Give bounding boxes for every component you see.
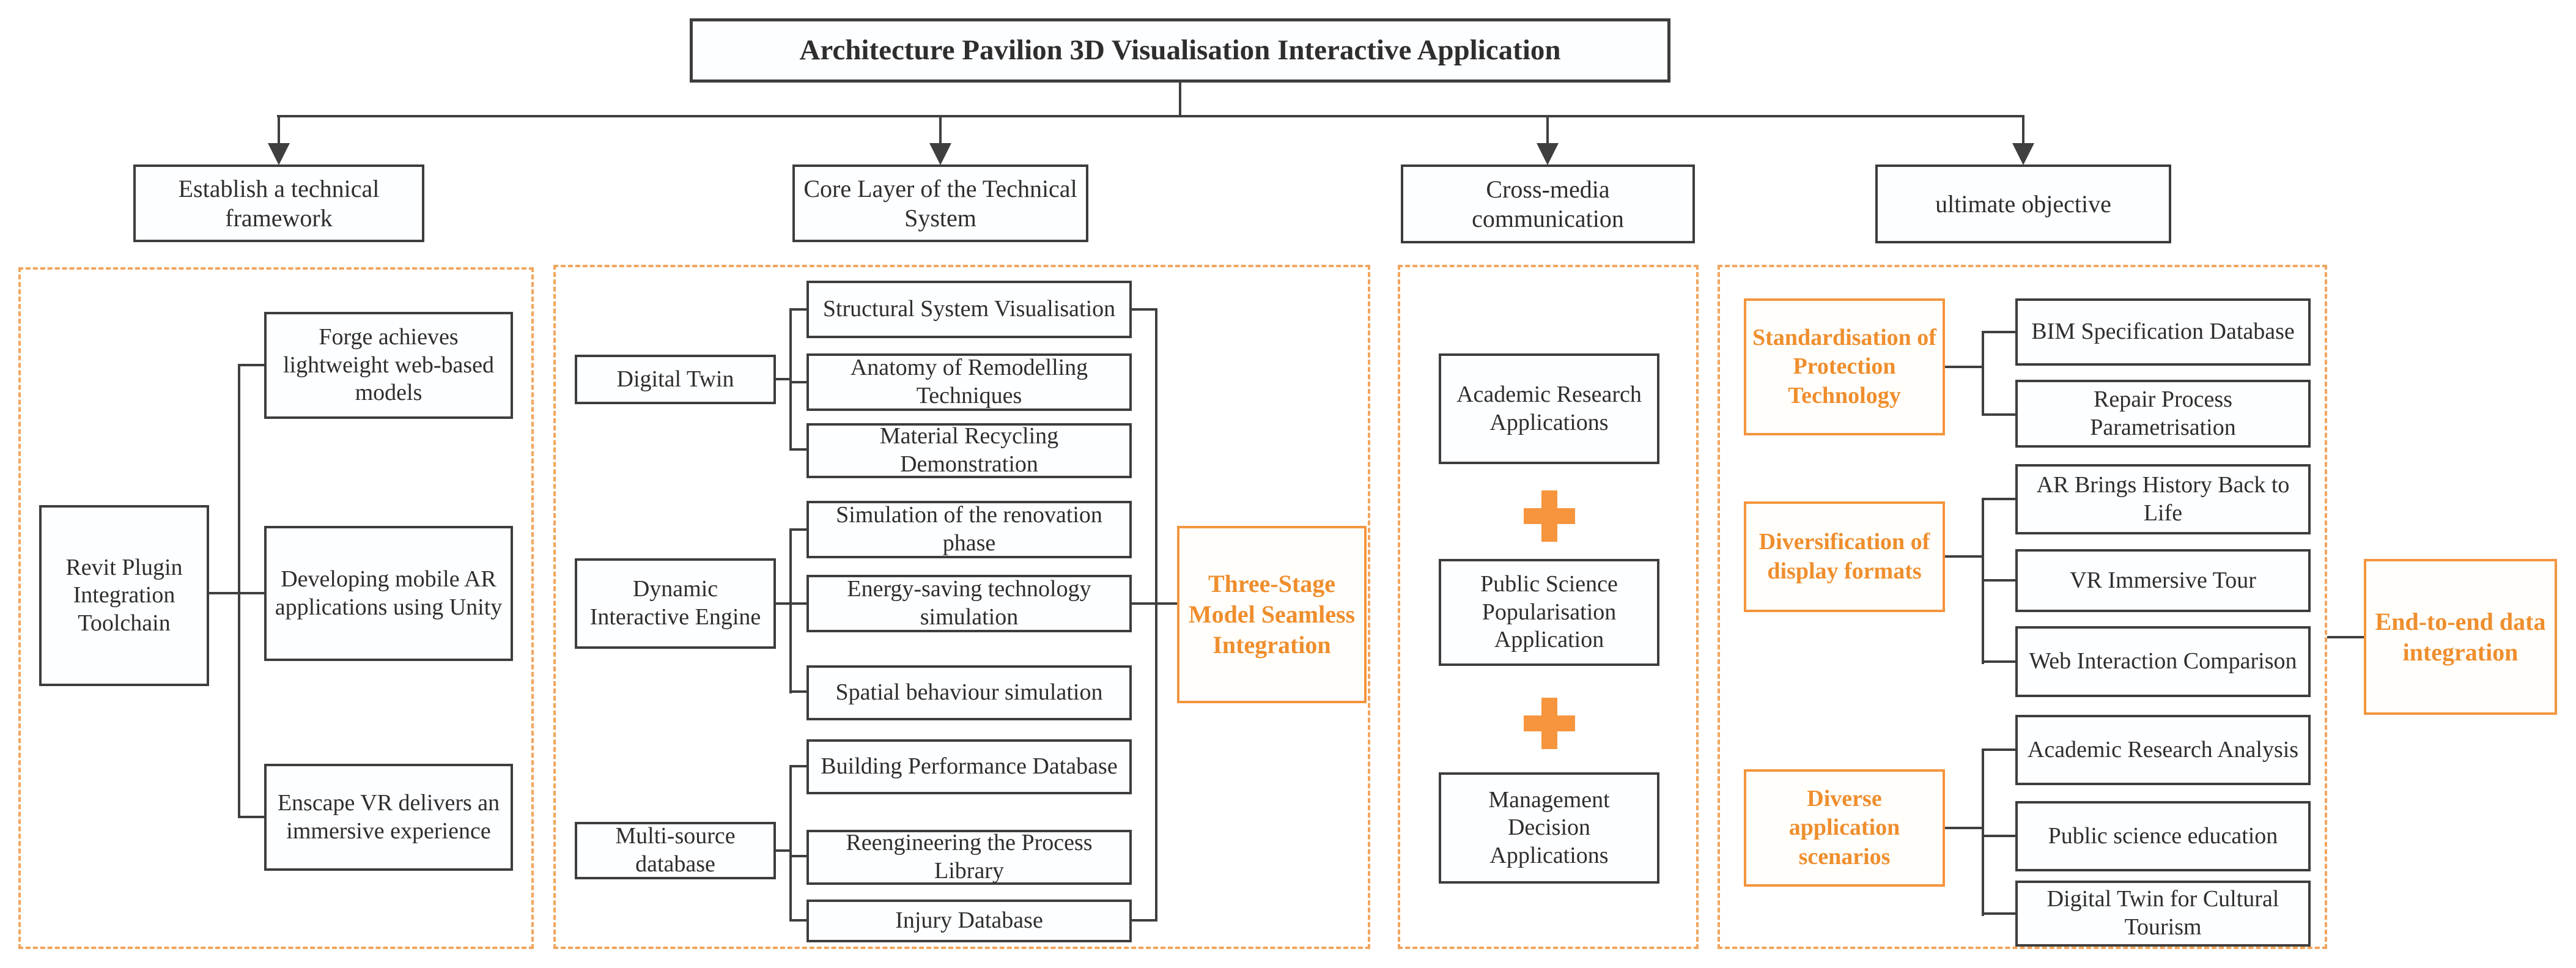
leaf-vr-immersive-tour: VR Immersive Tour	[2015, 549, 2311, 612]
header-core-layer-technical-system: Core Layer of the Technical System	[792, 164, 1088, 242]
connector-line	[776, 378, 792, 380]
header-establish-technical-framework: Establish a technical framework	[133, 164, 424, 242]
connector-line	[1982, 748, 1984, 916]
arrow-down-icon	[929, 143, 951, 165]
connector-line	[1982, 660, 2015, 663]
parent-diversification-display-formats: Diversification of display formats	[1744, 501, 1945, 612]
arrow-down-icon	[268, 143, 290, 165]
section-frame-technical-framework	[18, 267, 534, 949]
header-ultimate-objective: ultimate objective	[1875, 164, 2171, 243]
connector-line	[789, 690, 806, 693]
connector-line	[238, 816, 264, 818]
section-frame-ultimate-objective	[1718, 265, 2327, 949]
leaf-simulation-renovation-phase: Simulation of the renovation phase	[806, 501, 1132, 558]
connector-line	[1132, 308, 1157, 311]
connector-line	[1155, 308, 1157, 922]
connector-line	[209, 592, 264, 594]
leaf-ar-brings-history: AR Brings History Back to Life	[2015, 464, 2311, 534]
arrow-down-icon	[1537, 143, 1559, 165]
leaf-enscape-vr-immersive: Enscape VR delivers an immersive experie…	[264, 764, 513, 871]
leaf-injury-database: Injury Database	[806, 900, 1132, 942]
parent-dynamic-interactive-engine: Dynamic Interactive Engine	[575, 558, 776, 649]
connector-line	[2022, 117, 2024, 144]
connector-line	[1982, 835, 2015, 837]
connector-line	[278, 117, 280, 144]
leaf-anatomy-remodelling-techniques: Anatomy of Remodelling Techniques	[806, 353, 1132, 411]
parent-digital-twin: Digital Twin	[575, 355, 776, 404]
connector-line	[789, 308, 806, 311]
connector-line	[789, 855, 806, 857]
leaf-energy-saving-simulation: Energy-saving technology simulation	[806, 575, 1132, 632]
connector-line	[789, 381, 806, 383]
connector-line	[238, 364, 240, 818]
parent-diverse-application-scenarios: Diverse application scenarios	[1744, 769, 1945, 887]
outcome-three-stage-integration: Three-Stage Model Seamless Integration	[1177, 526, 1367, 703]
leaf-building-performance-database: Building Performance Database	[806, 739, 1132, 794]
leaf-structural-system-visualisation: Structural System Visualisation	[806, 281, 1132, 338]
parent-standardisation-protection-technology: Standardisation of Protection Technology	[1744, 298, 1945, 435]
connector-line	[1132, 919, 1157, 922]
header-cross-media-communication: Cross-media communication	[1401, 164, 1695, 243]
connector-line	[1179, 83, 1181, 117]
connector-line	[2327, 636, 2364, 638]
leaf-repair-process-parametrisation: Repair Process Parametrisation	[2015, 380, 2311, 448]
connector-line	[1945, 827, 1984, 829]
root-title-box: Architecture Pavilion 3D Visualisation I…	[690, 18, 1670, 83]
connector-line	[776, 849, 792, 852]
connector-line	[789, 765, 806, 767]
connector-line	[1132, 602, 1177, 605]
connector-line	[939, 117, 942, 144]
connector-line	[1546, 117, 1549, 144]
parent-multi-source-database: Multi-source database	[575, 822, 776, 879]
plus-icon	[1524, 490, 1575, 542]
connector-line	[776, 602, 792, 605]
parent-revit-plugin-toolchain: Revit Plugin Integration Toolchain	[39, 505, 209, 686]
connector-line	[789, 765, 792, 922]
leaf-academic-research-analysis: Academic Research Analysis	[2015, 715, 2311, 785]
leaf-digital-twin-cultural-tourism: Digital Twin for Cultural Tourism	[2015, 881, 2311, 947]
section-frame-core-layer	[553, 265, 1370, 949]
leaf-public-science-popularisation: Public Science Popularisation Applicatio…	[1439, 559, 1659, 666]
leaf-bim-specification-database: BIM Specification Database	[2015, 298, 2311, 366]
leaf-material-recycling-demonstration: Material Recycling Demonstration	[806, 423, 1132, 478]
connector-line	[789, 448, 806, 451]
connector-line	[789, 528, 792, 693]
arrow-down-icon	[2012, 143, 2034, 165]
leaf-mobile-ar-unity: Developing mobile AR applications using …	[264, 526, 513, 661]
connector-line	[1982, 331, 1984, 416]
leaf-reengineering-process-library: Reengineering the Process Library	[806, 830, 1132, 885]
leaf-web-interaction-comparison: Web Interaction Comparison	[2015, 626, 2311, 697]
leaf-spatial-behaviour-simulation: Spatial behaviour simulation	[806, 665, 1132, 720]
connector-line	[1982, 748, 2015, 751]
connector-line	[789, 528, 806, 531]
connector-line	[789, 919, 806, 922]
plus-icon	[1524, 698, 1575, 749]
leaf-forge-lightweight-models: Forge achieves lightweight web-based mod…	[264, 312, 513, 419]
connector-line	[1982, 912, 2015, 915]
leaf-academic-research-applications: Academic Research Applications	[1439, 353, 1659, 464]
outcome-end-to-end-data-integration: End-to-end data integration	[2364, 559, 2557, 715]
connector-line	[238, 364, 264, 366]
connector-line	[1982, 579, 2015, 582]
connector-line	[277, 115, 2024, 117]
section-frame-cross-media	[1398, 265, 1699, 949]
connector-line	[1982, 498, 2015, 500]
connector-line	[789, 602, 806, 605]
leaf-management-decision-applications: Management Decision Applications	[1439, 772, 1659, 884]
connector-line	[1982, 413, 2015, 416]
leaf-public-science-education: Public science education	[2015, 801, 2311, 871]
connector-line	[1982, 331, 2015, 333]
connector-line	[1945, 366, 1984, 368]
connector-line	[1945, 555, 1984, 558]
